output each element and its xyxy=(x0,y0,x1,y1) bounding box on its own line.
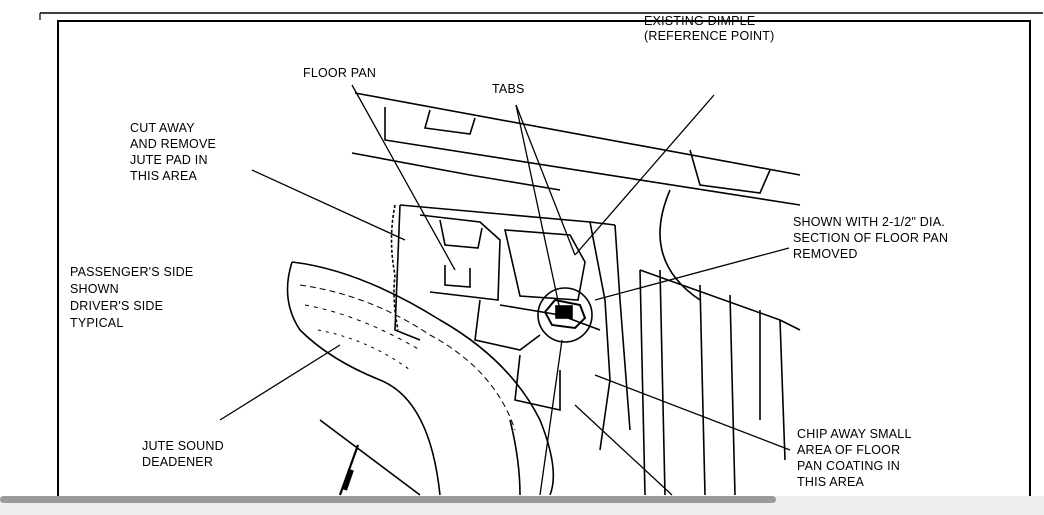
leader-floor-pan xyxy=(351,84,456,271)
leader-lines xyxy=(219,84,791,496)
leader-shown-with xyxy=(594,247,790,301)
dimple-circle xyxy=(537,287,593,343)
label-line: DEADENER xyxy=(142,455,214,469)
leader-jute-sound xyxy=(219,344,341,421)
wheelwell-curve xyxy=(659,189,701,301)
label-line: TYPICAL xyxy=(70,316,124,330)
label-line: CUT AWAY xyxy=(130,121,195,135)
label-cut-away: CUT AWAY AND REMOVE JUTE PAD IN THIS ARE… xyxy=(130,120,216,184)
leader-bottom-2 xyxy=(574,404,673,496)
label-line: SHOWN WITH 2-1/2" DIA. xyxy=(793,215,945,229)
upper-rail-line xyxy=(354,92,801,176)
label-line: REMOVED xyxy=(793,247,858,261)
label-line: JUTE PAD IN xyxy=(130,153,208,167)
leader-dimple xyxy=(574,94,715,256)
floor-pan-structure xyxy=(351,92,801,496)
label-line: EXISTING DIMPLE xyxy=(644,14,756,28)
label-line: PASSENGER'S SIDE xyxy=(70,265,194,279)
dimple-hole xyxy=(555,305,573,319)
label-line: JUTE SOUND xyxy=(142,439,224,453)
dimple-section xyxy=(543,298,587,330)
panel-left-edge xyxy=(394,204,421,341)
label-line: FLOOR PAN xyxy=(303,66,377,80)
label-line: PAN COATING IN xyxy=(797,459,901,473)
floor-pan-recess-2 xyxy=(503,229,586,301)
label-jute-sound: JUTE SOUND DEADENER xyxy=(142,438,224,470)
label-line: SECTION OF FLOOR PAN xyxy=(793,231,949,245)
label-passenger-side: PASSENGER'S SIDE SHOWN DRIVER'S SIDE TYP… xyxy=(70,264,193,332)
label-existing-dimple: EXISTING DIMPLE (REFERENCE POINT) xyxy=(644,14,775,44)
label-line: AND REMOVE xyxy=(130,137,217,151)
lower-rail-line xyxy=(384,107,801,206)
label-line: THIS AREA xyxy=(130,169,198,183)
label-tabs: TABS xyxy=(492,82,525,97)
rail-bracket xyxy=(689,149,771,194)
panel-right-edge xyxy=(589,221,611,451)
label-floor-pan: FLOOR PAN xyxy=(303,66,376,81)
right-floor-edge xyxy=(639,269,801,331)
label-shown-with: SHOWN WITH 2-1/2" DIA. SECTION OF FLOOR … xyxy=(793,214,948,262)
tab-upper-left xyxy=(439,219,483,249)
label-line: AREA OF FLOOR xyxy=(797,443,901,457)
leader-bottom-1 xyxy=(539,339,563,496)
label-line: (REFERENCE POINT) xyxy=(644,29,775,43)
label-line: CHIP AWAY SMALL xyxy=(797,427,912,441)
label-chip-away: CHIP AWAY SMALL AREA OF FLOOR PAN COATIN… xyxy=(797,426,912,490)
leader-chip-away xyxy=(594,374,791,451)
label-line: DRIVER'S SIDE xyxy=(70,299,164,313)
label-line: TABS xyxy=(492,82,525,96)
panel-top-edge xyxy=(399,204,616,226)
rail-slot xyxy=(423,109,476,135)
pan-ridge xyxy=(614,224,631,431)
leader-cut-away xyxy=(251,169,406,241)
jute-sound-deadener xyxy=(286,261,555,496)
label-line: SHOWN xyxy=(70,282,119,296)
label-line: THIS AREA xyxy=(797,475,865,489)
horizontal-scrollbar-thumb[interactable] xyxy=(0,496,776,503)
mid-line xyxy=(351,152,561,191)
floor-pan-recess-1 xyxy=(419,214,501,301)
leader-tabs-2 xyxy=(515,104,576,256)
tab-lower-left xyxy=(444,265,471,288)
leader-tabs-1 xyxy=(515,104,561,311)
